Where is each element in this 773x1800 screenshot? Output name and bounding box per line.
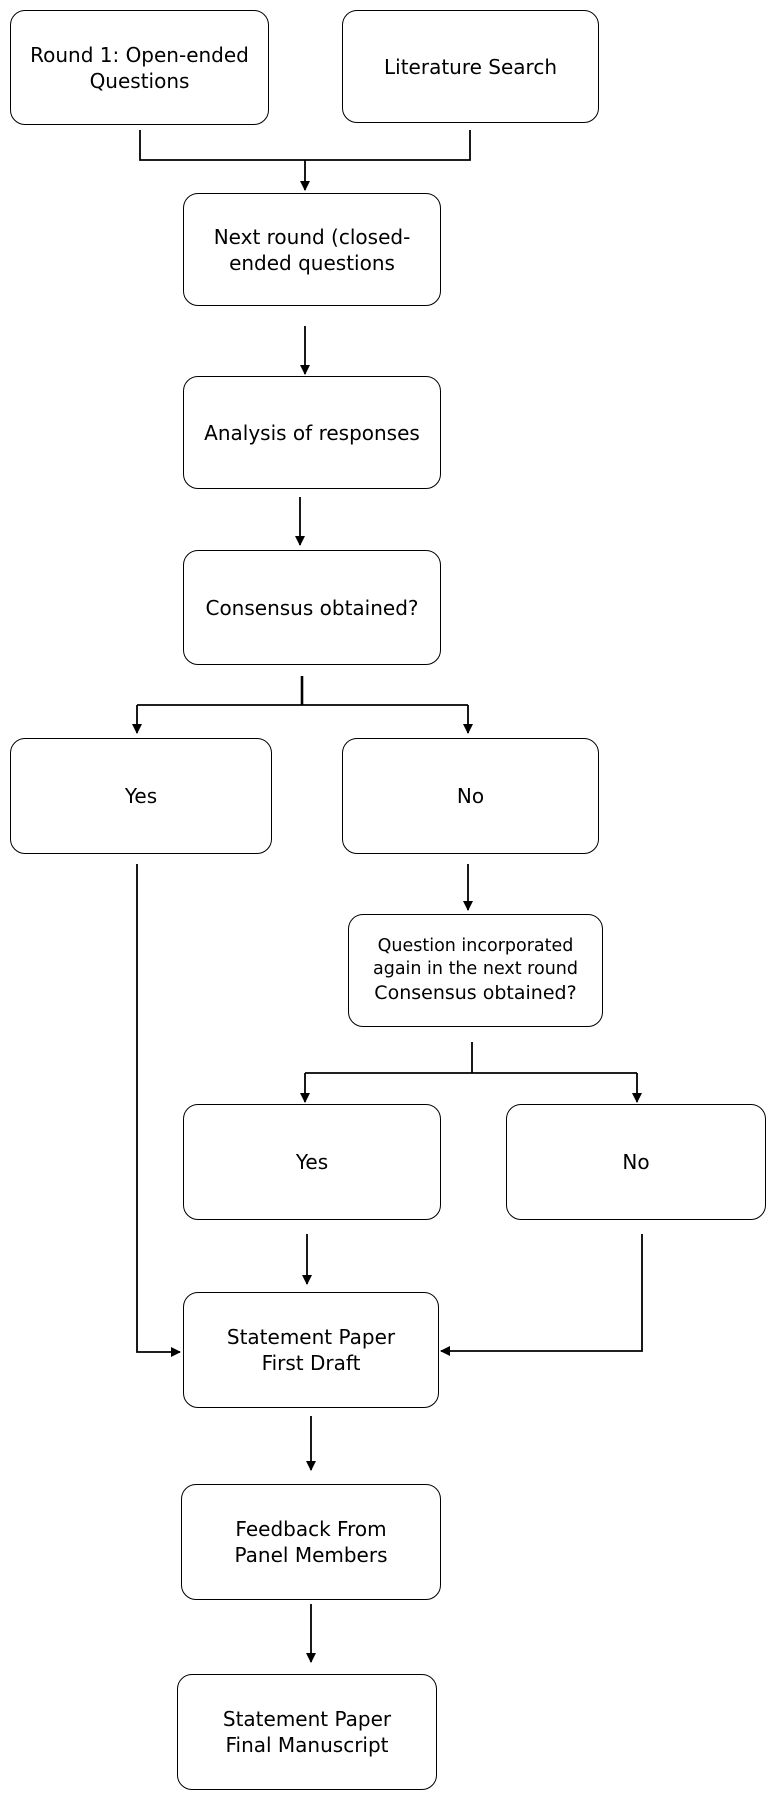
analysis-line-1: Analysis of responses [204, 420, 420, 445]
first-draft-label: Statement Paper First Draft [227, 1324, 395, 1376]
no1-line-1: No [456, 784, 485, 808]
literature-line-1: Literature Search [384, 54, 557, 79]
reincorporate-line-1: Question incorporated [377, 936, 574, 957]
round1-line-1: Round 1: Open-ended [30, 42, 249, 67]
no2-label: No [622, 1149, 649, 1175]
round1-line-2: Questions [89, 68, 190, 93]
feedback-from-panel-members-box: Feedback From Panel Members [181, 1484, 441, 1600]
statement-paper-first-draft-box: Statement Paper First Draft [183, 1292, 439, 1408]
round1-open-ended-box: Round 1: Open-ended Questions [10, 10, 269, 125]
reincorporate-line-3: Consensus obtained? [374, 981, 577, 1004]
no-box-1: No [342, 738, 599, 854]
analysis-label: Analysis of responses [204, 420, 420, 446]
next-round-line-1: Next round (closed- [213, 224, 411, 249]
analysis-of-responses-box: Analysis of responses [183, 376, 441, 489]
final-label: Statement Paper Final Manuscript [223, 1706, 391, 1758]
final-line-1: Statement Paper [222, 1707, 392, 1731]
literature-label: Literature Search [384, 54, 557, 80]
yes2-line-1: Yes [295, 1150, 329, 1174]
consensus1-line-1: Consensus obtained? [205, 595, 419, 620]
first-draft-line-2: First Draft [261, 1351, 361, 1375]
yes-box-1: Yes [10, 738, 272, 854]
yes-box-2: Yes [183, 1104, 441, 1220]
reincorporate-line-2: again in the next round [372, 959, 578, 980]
arrow-yes1-to-first-draft [136, 864, 181, 1357]
first-draft-line-1: Statement Paper [226, 1325, 396, 1349]
next-round-box: Next round (closed- ended questions [183, 193, 441, 306]
feedback-label: Feedback From Panel Members [235, 1516, 388, 1568]
round1-label: Round 1: Open-ended Questions [30, 42, 249, 94]
question-reincorporated-box: Question incorporated again in the next … [348, 914, 603, 1027]
yes1-line-1: Yes [124, 784, 158, 808]
consensus1-label: Consensus obtained? [205, 595, 418, 621]
arrow-no2-to-first-draft [440, 1234, 643, 1356]
yes2-label: Yes [296, 1149, 328, 1175]
yes1-label: Yes [125, 783, 157, 809]
no2-line-1: No [622, 1150, 650, 1174]
statement-paper-final-manuscript-box: Statement Paper Final Manuscript [177, 1674, 437, 1790]
no-box-2: No [506, 1104, 766, 1220]
no1-label: No [457, 783, 484, 809]
connector-round1-merge [139, 130, 471, 161]
next-round-label: Next round (closed- ended questions [214, 224, 411, 276]
consensus-obtained-box: Consensus obtained? [183, 550, 441, 665]
final-line-2: Final Manuscript [225, 1733, 389, 1757]
feedback-line-1: Feedback From [235, 1517, 387, 1541]
feedback-line-2: Panel Members [234, 1543, 388, 1567]
next-round-line-2: ended questions [229, 250, 395, 275]
literature-search-box: Literature Search [342, 10, 599, 123]
reincorporate-label: Question incorporated again in the next … [373, 935, 578, 1005]
